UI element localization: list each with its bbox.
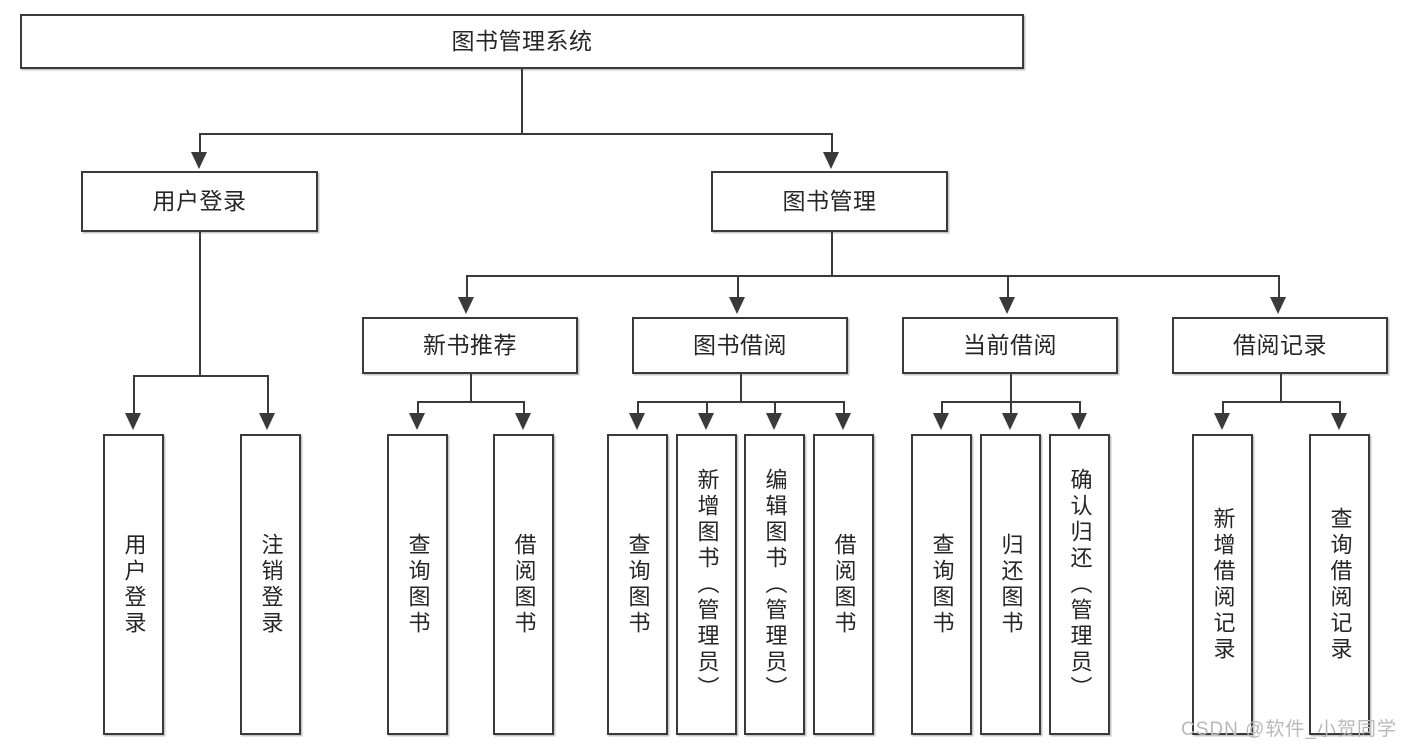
leaf-query-record[interactable]: 查询借阅记录 xyxy=(1309,434,1370,735)
connector-cb-drop-1 xyxy=(941,401,943,415)
arrow-cb-leaf-2 xyxy=(1002,413,1018,430)
arrow-br-leaf-1 xyxy=(1214,413,1230,430)
connector-user-login-drop-1 xyxy=(133,375,135,415)
arrow-nbr-leaf-1 xyxy=(409,413,425,430)
connector-bm-drop-3 xyxy=(1007,275,1009,299)
arrow-bb-leaf-1 xyxy=(629,413,645,430)
arrow-cb-leaf-1 xyxy=(933,413,949,430)
connector-root-bus xyxy=(199,133,833,135)
arrow-user-login-leaf-1 xyxy=(125,413,141,430)
leaf-edit-book-label: 编辑图书（管理员） xyxy=(762,467,788,702)
connector-nbr-drop-2 xyxy=(523,401,525,415)
leaf-add-book-label: 新增图书（管理员） xyxy=(694,467,720,702)
arrow-br-leaf-2 xyxy=(1331,413,1347,430)
node-root[interactable]: 图书管理系统 xyxy=(20,14,1024,69)
connector-bb-drop-3 xyxy=(774,401,776,415)
connector-nbr-drop-1 xyxy=(417,401,419,415)
node-book-borrow-label: 图书借阅 xyxy=(693,332,787,359)
connector-nbr-stem xyxy=(470,374,472,402)
leaf-query-book-2-label: 查询图书 xyxy=(625,532,651,637)
leaf-query-book-1[interactable]: 查询图书 xyxy=(387,434,448,735)
leaf-user-login[interactable]: 用户登录 xyxy=(103,434,164,735)
arrow-bb-leaf-2 xyxy=(698,413,714,430)
connector-bb-drop-2 xyxy=(706,401,708,415)
leaf-return-book-label: 归还图书 xyxy=(998,532,1024,637)
leaf-logout-login-label: 注销登录 xyxy=(258,532,284,637)
node-book-borrow[interactable]: 图书借阅 xyxy=(632,317,848,374)
connector-bb-drop-4 xyxy=(843,401,845,415)
leaf-query-book-1-label: 查询图书 xyxy=(405,532,431,637)
leaf-return-book[interactable]: 归还图书 xyxy=(980,434,1041,735)
leaf-confirm-return-label: 确认归还（管理员） xyxy=(1067,467,1093,702)
node-book-management[interactable]: 图书管理 xyxy=(711,171,948,232)
node-current-borrow-label: 当前借阅 xyxy=(963,332,1057,359)
node-user-login-label: 用户登录 xyxy=(152,188,247,215)
arrow-bm-child-3 xyxy=(999,297,1015,314)
connector-cb-stem xyxy=(1010,374,1012,402)
connector-bm-drop-2 xyxy=(737,275,739,299)
leaf-add-record[interactable]: 新增借阅记录 xyxy=(1192,434,1253,735)
arrow-bm-child-2 xyxy=(729,297,745,314)
connector-cb-drop-2 xyxy=(1010,401,1012,415)
connector-user-login-stem xyxy=(199,232,201,376)
arrow-root-to-user-login xyxy=(191,152,207,169)
arrow-bb-leaf-3 xyxy=(766,413,782,430)
arrow-bm-child-1 xyxy=(458,297,474,314)
leaf-user-login-label: 用户登录 xyxy=(121,532,147,637)
connector-root-to-book-management xyxy=(831,133,833,155)
connector-cb-drop-3 xyxy=(1079,401,1081,415)
arrow-nbr-leaf-2 xyxy=(515,413,531,430)
connector-br-drop-2 xyxy=(1339,401,1341,415)
node-book-management-label: 图书管理 xyxy=(782,188,877,215)
connector-bb-stem xyxy=(740,374,742,402)
arrow-bb-leaf-4 xyxy=(835,413,851,430)
leaf-borrow-book-1-label: 借阅图书 xyxy=(511,532,537,637)
leaf-logout-login[interactable]: 注销登录 xyxy=(240,434,301,735)
connector-user-login-bus xyxy=(133,375,267,377)
leaf-query-record-label: 查询借阅记录 xyxy=(1327,506,1353,663)
connector-br-drop-1 xyxy=(1222,401,1224,415)
connector-bb-drop-1 xyxy=(637,401,639,415)
connector-root-stem xyxy=(521,69,523,134)
connector-user-login-drop-2 xyxy=(267,375,269,415)
node-root-label: 图书管理系统 xyxy=(451,28,593,55)
leaf-query-book-2[interactable]: 查询图书 xyxy=(607,434,668,735)
leaf-query-book-3[interactable]: 查询图书 xyxy=(911,434,972,735)
leaf-edit-book[interactable]: 编辑图书（管理员） xyxy=(744,434,805,735)
node-borrow-record[interactable]: 借阅记录 xyxy=(1172,317,1388,374)
leaf-confirm-return[interactable]: 确认归还（管理员） xyxy=(1049,434,1110,735)
connector-root-to-user-login xyxy=(199,133,201,155)
arrow-cb-leaf-3 xyxy=(1071,413,1087,430)
connector-book-management-bus xyxy=(466,275,1278,277)
node-borrow-record-label: 借阅记录 xyxy=(1233,332,1327,359)
connector-br-bus xyxy=(1222,401,1339,403)
arrow-root-to-book-management xyxy=(823,152,839,169)
connector-bm-drop-4 xyxy=(1278,275,1280,299)
leaf-query-book-3-label: 查询图书 xyxy=(929,532,955,637)
leaf-borrow-book-2[interactable]: 借阅图书 xyxy=(813,434,874,735)
csdn-watermark: CSDN @软件_小贺同学 xyxy=(1181,719,1397,740)
arrow-bm-child-4 xyxy=(1270,297,1286,314)
arrow-user-login-leaf-2 xyxy=(259,413,275,430)
leaf-borrow-book-2-label: 借阅图书 xyxy=(831,532,857,637)
node-new-book-recommend[interactable]: 新书推荐 xyxy=(362,317,578,374)
node-new-book-recommend-label: 新书推荐 xyxy=(423,332,517,359)
leaf-add-record-label: 新增借阅记录 xyxy=(1210,506,1236,663)
connector-bm-drop-1 xyxy=(466,275,468,299)
leaf-add-book[interactable]: 新增图书（管理员） xyxy=(676,434,737,735)
node-current-borrow[interactable]: 当前借阅 xyxy=(902,317,1118,374)
connector-br-stem xyxy=(1280,374,1282,402)
connector-nbr-bus xyxy=(417,401,523,403)
node-user-login[interactable]: 用户登录 xyxy=(81,171,318,232)
connector-book-management-stem xyxy=(831,232,833,276)
connector-bb-bus xyxy=(637,401,843,403)
leaf-borrow-book-1[interactable]: 借阅图书 xyxy=(493,434,554,735)
